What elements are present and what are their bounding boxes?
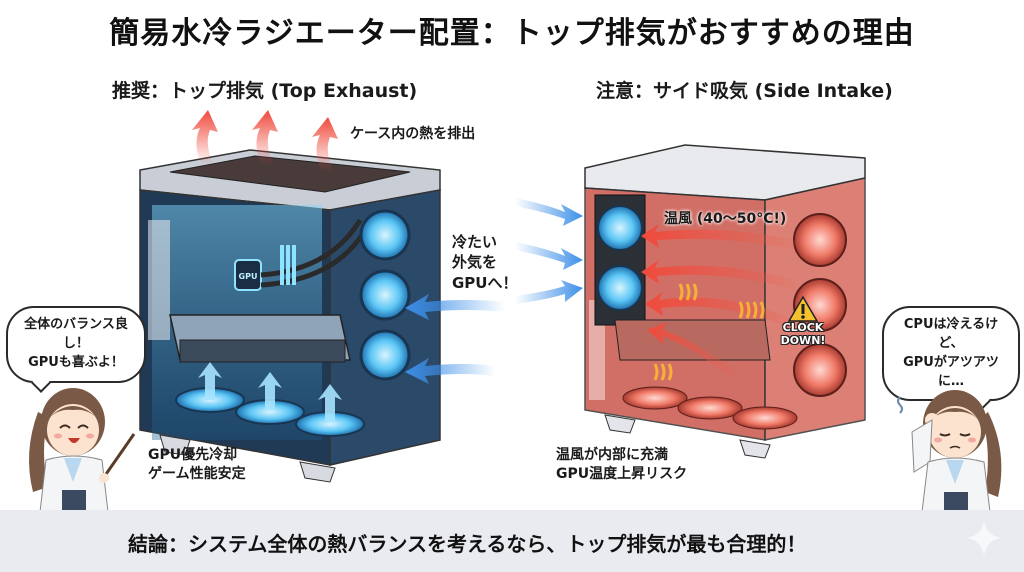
hot-air-arrow-icon bbox=[647, 322, 735, 380]
right-panel-heading: 注意：サイド吸気 (Side Intake) bbox=[596, 80, 893, 102]
conclusion-banner bbox=[0, 510, 1024, 572]
blue-arrow-icon bbox=[405, 358, 495, 384]
right-speech-bubble: CPUは冷えるけど、 GPUがアツアツに… bbox=[882, 306, 1020, 412]
hot-air-arrow-icon bbox=[645, 292, 795, 330]
exhaust-arrow-icon bbox=[252, 110, 278, 165]
sparkle-icon bbox=[966, 520, 1002, 556]
worry-icon bbox=[897, 396, 903, 414]
exhaust-arrow-icon bbox=[312, 117, 338, 172]
blue-arrow-icon bbox=[515, 280, 583, 304]
intake-arrows bbox=[405, 190, 585, 390]
troubled-scientist-character bbox=[890, 372, 1020, 516]
top-exhaust-note: ケース内の熱を排出 bbox=[350, 126, 476, 142]
happy-scientist-character bbox=[18, 372, 138, 516]
cold-air-note: 冷たい 外気を GPUへ！ bbox=[452, 233, 518, 292]
conclusion-text: 結論：システム全体の熱バランスを考えるなら、トップ排気が最も合理的！ bbox=[128, 532, 807, 556]
left-panel-heading: 推奨：トップ排気 (Top Exhaust) bbox=[112, 80, 418, 102]
blue-arrow-icon bbox=[515, 242, 583, 270]
radiator-label: GPU bbox=[239, 272, 258, 281]
exhaust-arrow-icon bbox=[192, 110, 218, 165]
right-bottom-note: 温風が内部に充満 GPU温度上昇リスク bbox=[556, 447, 688, 482]
blue-arrow-icon bbox=[515, 198, 583, 226]
warning-icon bbox=[788, 296, 818, 322]
side-intake-case-illustration bbox=[575, 140, 875, 485]
hot-air-arrow-icon bbox=[641, 224, 795, 250]
blue-arrow-icon bbox=[405, 294, 505, 320]
top-exhaust-case-illustration: GPU bbox=[130, 110, 460, 485]
left-speech-bubble: 全体のバランス良し！ GPUも喜ぶよ！ bbox=[6, 306, 146, 393]
hot-air-label: 温風 (40〜50°C!) bbox=[664, 211, 787, 227]
clock-down-warning: CLOCK DOWN! bbox=[776, 296, 830, 347]
page-title: 簡易水冷ラジエーター配置：トップ排気がおすすめの理由 bbox=[109, 16, 915, 51]
left-bottom-note: GPU優先冷却 ゲーム性能安定 bbox=[148, 447, 246, 482]
hot-air-arrow-icon bbox=[641, 260, 795, 290]
